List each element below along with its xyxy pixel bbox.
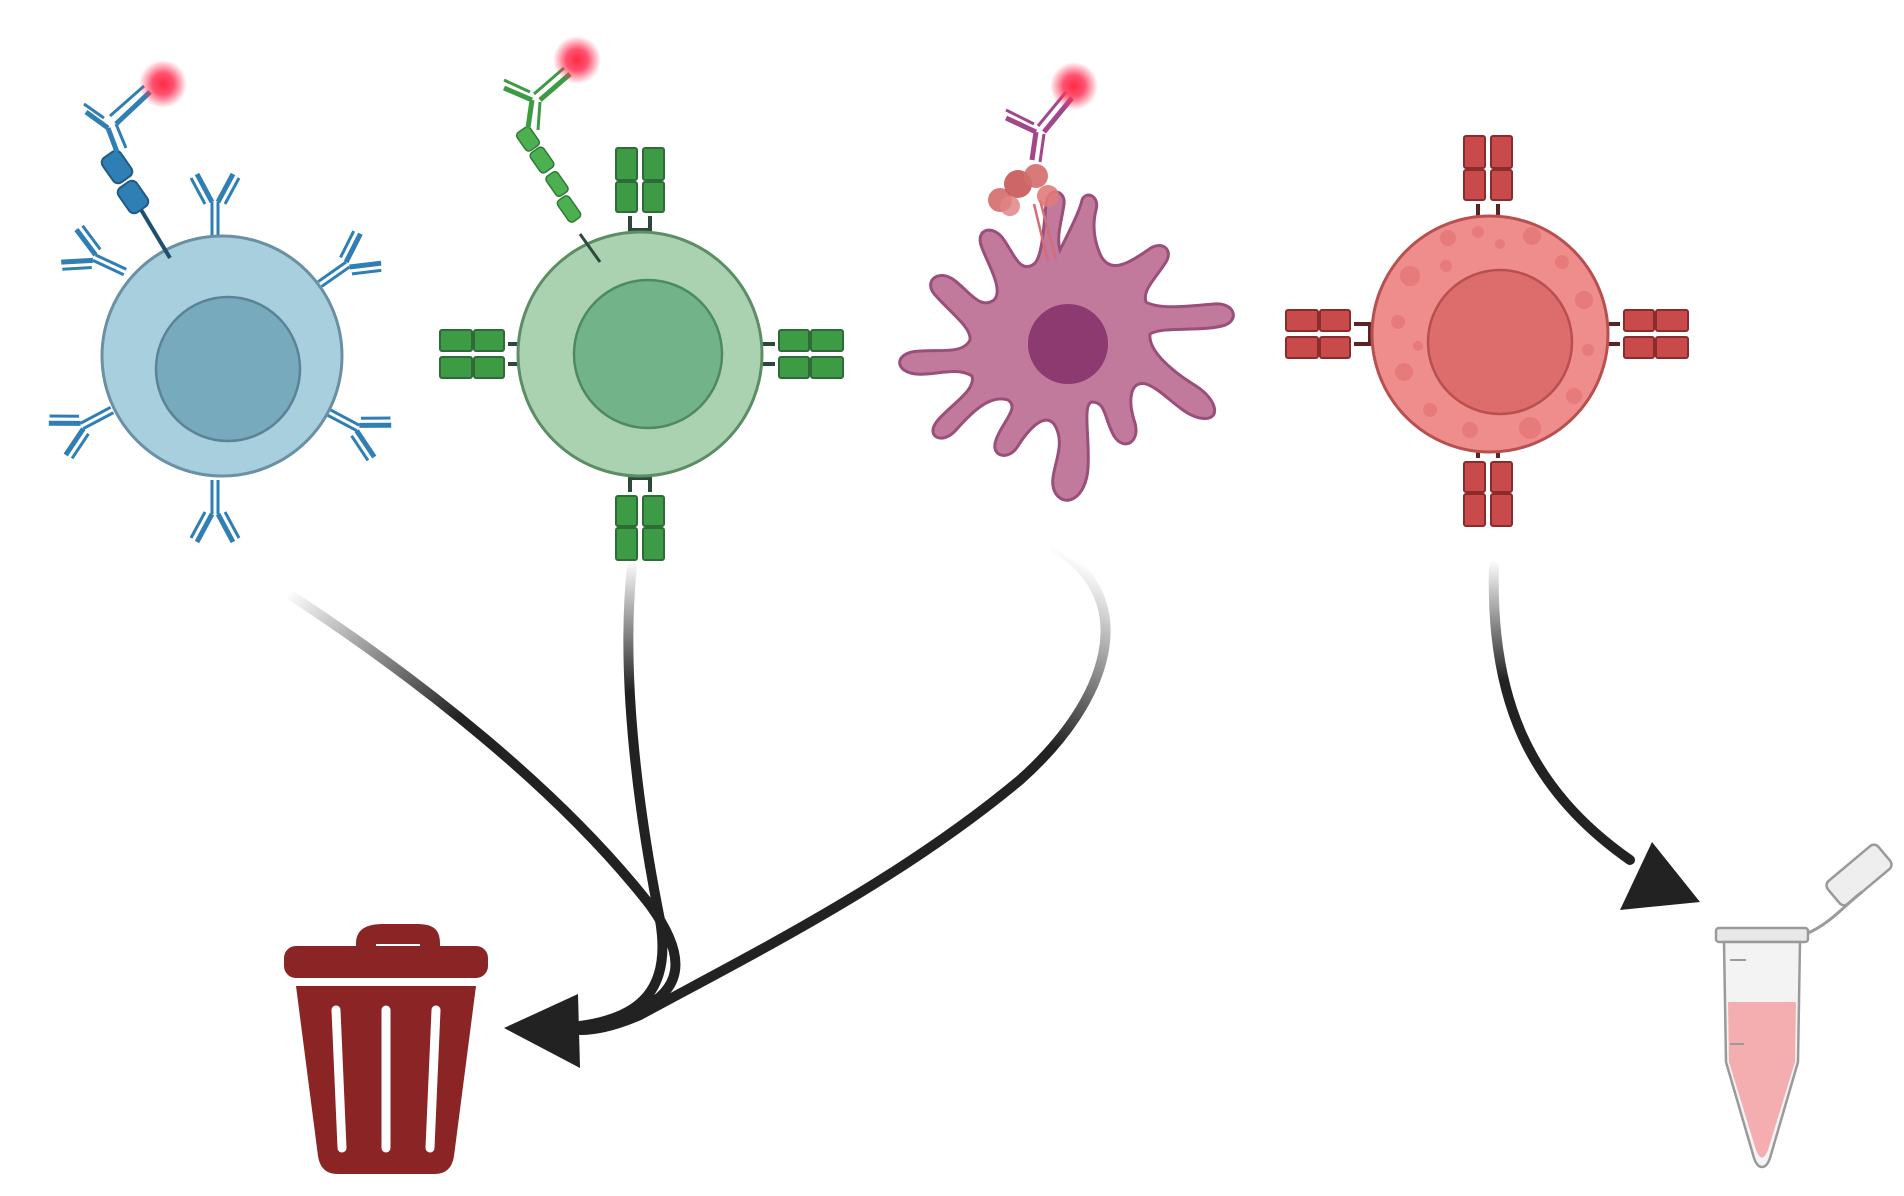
red-cell-nucleus (1426, 268, 1574, 416)
trash-bin-icon (284, 924, 488, 1174)
fluorescent-label-icon (553, 36, 601, 84)
blue-cell-nucleus (154, 295, 302, 443)
arrowhead-collect (1620, 842, 1700, 910)
arrow-green-to-discard (575, 561, 668, 1031)
arrow-dendritic-to-discard (575, 543, 1111, 1035)
fluorescent-label-icon (139, 60, 187, 108)
arrow-blue-to-discard (287, 591, 681, 1015)
arrow-target-to-collect (1488, 561, 1635, 865)
tube-liquid (1728, 1002, 1796, 1158)
red-cell-granules (1391, 226, 1594, 439)
dendritic-cell-nucleus (1028, 304, 1108, 384)
arrowhead-discard (504, 994, 580, 1068)
green-lymphocyte (438, 36, 845, 562)
blue-lymphocyte (46, 60, 394, 542)
green-cell-nucleus (572, 278, 724, 430)
fluorescent-label-icon (1050, 62, 1098, 110)
green-labeling-antibody (503, 66, 602, 263)
blue-labeling-antibody (83, 84, 172, 260)
microcentrifuge-tube-icon (1714, 843, 1893, 1169)
dendritic-cell (898, 62, 1235, 502)
target-cell (1284, 134, 1690, 528)
sorting-arrows (287, 543, 1635, 1035)
